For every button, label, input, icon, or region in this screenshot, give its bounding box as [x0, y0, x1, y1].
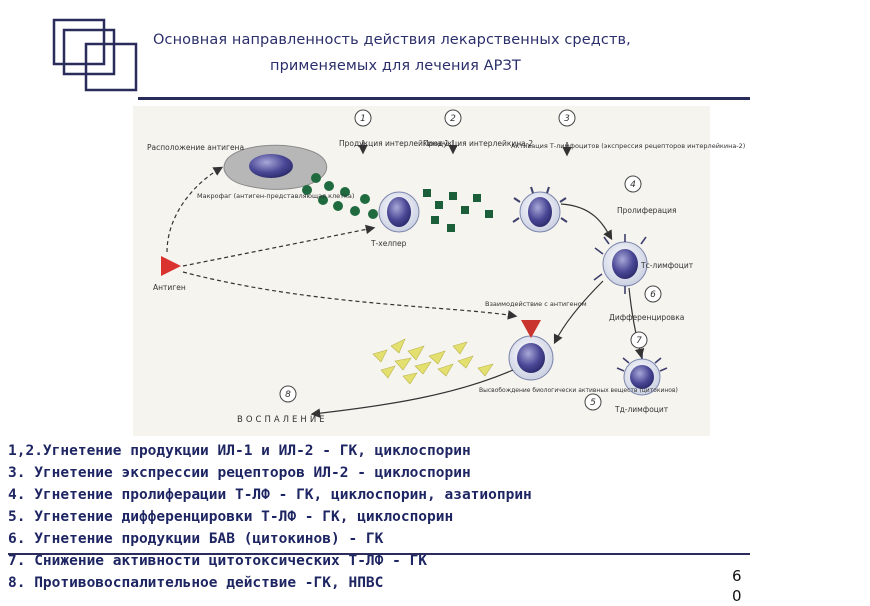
- label-bav-release: Высвобождение биологически активных веще…: [479, 387, 678, 394]
- step-3-marker: 3: [558, 109, 576, 127]
- step-8-marker: 8: [279, 385, 297, 403]
- step-5-marker: 5: [584, 393, 602, 411]
- drug-action-list: 1,2.Угнетение продукции ИЛ-1 и ИЛ-2 - ГК…: [8, 440, 708, 594]
- label-il2: Продукция интерлейкина-2: [423, 139, 533, 148]
- list-item: 8. Противовоспалительное действие -ГК, Н…: [8, 575, 384, 591]
- page-title-line1: Основная направленность действия лекарст…: [153, 32, 631, 48]
- footer-divider: [8, 553, 750, 555]
- interacting-cell: [508, 335, 554, 381]
- tc-lymphocyte-cell: [593, 234, 648, 294]
- step-3-number: 3: [564, 114, 570, 124]
- step-4-number: 4: [630, 180, 636, 190]
- step-5-number: 5: [590, 398, 596, 408]
- diagram-svg: 1 2 3 4 5 6 7 8 Расположение антигена Пр…: [147, 109, 745, 425]
- macrophage-nucleus: [249, 154, 293, 178]
- step-6-number: 6: [650, 290, 656, 300]
- arrow-activation-to-proliferation: [560, 203, 613, 241]
- step-6-marker: 6: [644, 285, 662, 303]
- list-item: 6. Угнетение продукции БАВ (цитокинов) -…: [8, 531, 384, 547]
- antigen-triangle-left: [161, 256, 181, 276]
- label-proliferation: Пролиферация: [617, 206, 677, 215]
- page-title-line2: применяемых для лечения АРЗТ: [270, 58, 521, 74]
- t-helper-cell: [378, 191, 420, 233]
- step-2-number: 2: [450, 114, 456, 124]
- step-7-marker: 7: [630, 331, 648, 349]
- label-differentiation: Дифференцировка: [609, 313, 684, 322]
- il2-granules: [423, 189, 493, 232]
- list-item: 4. Угнетение пролиферации Т-ЛФ - ГК, цик…: [8, 487, 532, 503]
- title-divider: [138, 97, 750, 100]
- step-8-number: 8: [285, 390, 291, 400]
- label-t-activation: Активация Т-лимфоцитов (экспрессия рецеп…: [511, 142, 745, 150]
- arrow-to-inflammation: [310, 369, 514, 418]
- list-item: 7. Снижение активности цитотоксических Т…: [8, 553, 428, 569]
- label-t-helper: Т-хелпер: [370, 239, 407, 248]
- step-7-number: 7: [636, 336, 642, 346]
- activated-t-cell: [512, 186, 568, 233]
- arrow-antigen-to-thelper: [182, 224, 376, 267]
- arrow-differentiation: [628, 287, 645, 359]
- step-markers: 1 2 3 4 5 6 7 8: [279, 109, 662, 411]
- logo-squares: [52, 18, 138, 92]
- label-antigen: Антиген: [153, 283, 186, 292]
- label-il1: Продукция интерлейкина-1: [339, 139, 449, 148]
- arrow-antigen-to-center: [182, 271, 518, 320]
- step-1-number: 1: [360, 114, 366, 124]
- immune-response-diagram: 1 2 3 4 5 6 7 8 Расположение антигена Пр…: [133, 106, 745, 436]
- step-4-marker: 4: [624, 175, 642, 193]
- label-tc-lymphocyte: Тс-лимфоцит: [640, 261, 694, 270]
- label-macrophage: Макрофаг (антиген-представляющая клетка): [197, 192, 354, 200]
- arrow-proliferation-to-interaction: [553, 280, 604, 345]
- label-inflammation: ВОСПАЛЕНИЕ: [237, 415, 328, 425]
- list-item: 5. Угнетение дифференцировки Т-ЛФ - ГК, …: [8, 509, 454, 525]
- label-antigen-presentation: Расположение антигена: [147, 143, 244, 152]
- step-1-marker: 1: [354, 109, 372, 127]
- page-number: 6 0: [732, 567, 742, 605]
- list-item: 3. Угнетение экспрессии рецепторов ИЛ-2 …: [8, 465, 471, 481]
- il1-granules: [302, 173, 378, 219]
- label-antigen-interaction: Взаимодействие с антигеном: [485, 300, 587, 308]
- arrow-antigen-to-macrophage: [166, 166, 224, 253]
- antigen-triangle-center: [521, 320, 541, 338]
- label-td-lymphocyte: Тд-лимфоцит: [614, 405, 669, 414]
- list-item: 1,2.Угнетение продукции ИЛ-1 и ИЛ-2 - ГК…: [8, 443, 471, 459]
- step-2-marker: 2: [444, 109, 462, 127]
- cytokine-triangles: [372, 338, 494, 385]
